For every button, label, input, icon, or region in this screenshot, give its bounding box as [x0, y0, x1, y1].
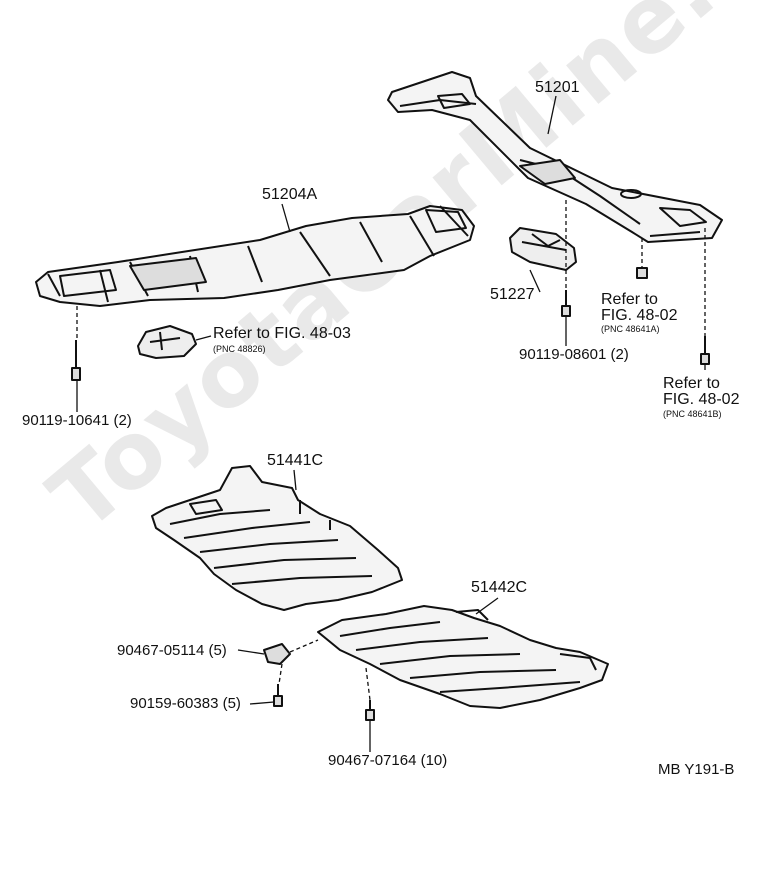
ref-pnc-48826: (PNC 48826): [213, 344, 266, 354]
dashed-guide-lines: [76, 200, 706, 701]
ref-pnc-48641A: (PNC 48641A): [601, 324, 660, 334]
member-51204A: [35, 205, 475, 307]
ref-fig-48-03-label: Refer to FIG. 48-03: [213, 325, 351, 342]
fastener-90159-60383-label: 90159-60383 (5): [130, 695, 241, 712]
fastener-90119-10641-label: 90119-10641 (2): [22, 412, 132, 429]
mount-48826: [137, 325, 197, 359]
ref-48641B-line1: Refer to: [663, 375, 720, 392]
nut-48641A: [636, 267, 648, 279]
cover-51442C: [317, 605, 609, 709]
diagram-code: MB Y191-B: [658, 761, 735, 778]
cover-51441C: [151, 465, 403, 611]
leader-lines: [76, 95, 706, 752]
ref-48641B-line2: FIG. 48-02: [663, 391, 740, 408]
ref-48641A-line2: FIG. 48-02: [601, 307, 678, 324]
fastener-90119-08601-label: 90119-08601 (2): [519, 346, 629, 363]
part-number-51442C: 51442C: [471, 579, 528, 596]
bolt-90159-60383: [273, 684, 283, 707]
part-number-51441C: 51441C: [267, 452, 324, 469]
fastener-90467-05114-label: 90467-05114 (5): [117, 642, 227, 659]
part-number-51201: 51201: [535, 79, 580, 96]
ref-pnc-48641B: (PNC 48641B): [663, 409, 722, 419]
bolt-90119-08601: [561, 290, 571, 317]
ref-48641A-line1: Refer to: [601, 291, 658, 308]
bolt-48641B: [700, 336, 710, 365]
clip-90467-05114: [263, 643, 291, 665]
bracket-51227: [509, 227, 577, 271]
part-number-51204A: 51204A: [262, 186, 318, 203]
crossmember-51201: [387, 71, 723, 243]
bolt-90119-10641: [71, 340, 81, 381]
clip-90467-07164: [365, 700, 375, 721]
fastener-90467-07164-label: 90467-07164 (10): [328, 752, 448, 769]
part-number-51227: 51227: [490, 286, 535, 303]
